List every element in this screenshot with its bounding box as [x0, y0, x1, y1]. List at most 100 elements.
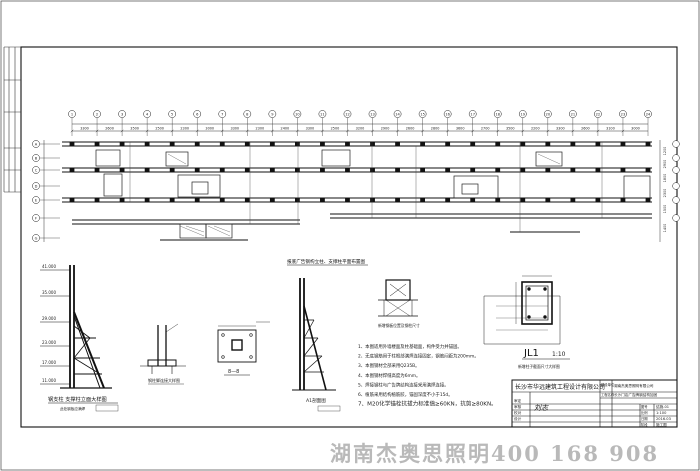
dimension-value: 3300	[306, 127, 315, 131]
note-line: 7、M20化学锚栓抗拔力标准值≥60KN，抗剪≥80KN。	[358, 400, 497, 408]
svg-text:9: 9	[271, 113, 274, 117]
front-view-note: 此处钢板应满焊	[60, 406, 86, 411]
dimension-value: 3300	[556, 127, 565, 131]
structural-column	[144, 197, 150, 203]
drawing-border	[20, 46, 678, 428]
role-check: 校对	[514, 410, 522, 415]
structural-column	[495, 141, 501, 147]
structural-column	[545, 167, 551, 173]
structural-column	[520, 197, 526, 203]
dimension-value: 3200	[356, 127, 365, 131]
structural-column	[395, 197, 400, 203]
axis-bubble: 11	[318, 110, 327, 136]
axis-bubble: 23	[619, 110, 627, 136]
svg-text:2: 2	[96, 113, 98, 117]
structural-column	[244, 167, 250, 173]
structural-column	[244, 141, 250, 147]
dimension-value: 2600	[581, 127, 590, 131]
floor-plan-hatch	[167, 153, 561, 237]
role-design: 设计	[514, 416, 522, 421]
svg-text:A: A	[35, 142, 38, 146]
structural-column	[194, 167, 200, 173]
stage-label: 阶段	[641, 422, 648, 427]
dimension-value: 2500	[331, 127, 340, 131]
structural-column	[294, 167, 300, 173]
note-line: 6、植筋采用结构植筋胶，锚固深度不小于15d。	[358, 391, 453, 398]
note-line: 2、无底钢筋用于柱根部满焊连接固定，钢筋间距为200mm。	[358, 353, 479, 360]
structural-column	[645, 167, 651, 173]
structural-column	[244, 197, 250, 203]
axis-bubble: 4	[143, 110, 151, 136]
svg-text:C: C	[35, 168, 38, 172]
dimension-value: 2900	[663, 160, 667, 169]
structural-column	[320, 167, 325, 173]
svg-text:1: 1	[71, 113, 73, 117]
axis-bubble: 14	[393, 110, 402, 136]
date-value: 2016.03	[656, 417, 671, 421]
svg-text:10: 10	[295, 113, 300, 117]
sheet-value: 结施-01	[656, 404, 669, 409]
structural-column	[495, 167, 501, 173]
section-8-8	[217, 321, 270, 363]
axis-bubble: 8	[243, 110, 252, 136]
dimension-value: 1800	[663, 174, 667, 183]
svg-text:11: 11	[320, 113, 325, 117]
svg-text:3: 3	[121, 113, 123, 117]
drawing-value: 长沙门店广告牌钢结构加固	[614, 392, 658, 397]
axis-bubble-left: D	[32, 182, 60, 190]
structural-column	[194, 197, 200, 203]
dimension-value: 3000	[631, 127, 640, 131]
structural-column	[370, 141, 375, 147]
role-approve: 审定	[514, 398, 522, 403]
structural-column	[645, 197, 651, 203]
dimension-value: 2300	[256, 127, 265, 131]
structural-column	[69, 141, 75, 147]
stage-value: 施工图	[656, 422, 667, 427]
column-position-detail	[378, 279, 418, 317]
axis-bubble: 20	[543, 110, 552, 136]
structural-column	[420, 141, 426, 147]
axis-bubble: 22	[594, 110, 602, 136]
axis-bubble: 7	[218, 110, 227, 136]
structural-column	[269, 141, 275, 147]
structural-column	[570, 167, 576, 173]
svg-text:12: 12	[345, 113, 350, 117]
structural-column	[370, 167, 375, 173]
dimension-value: 2300	[663, 189, 667, 198]
structural-column	[269, 167, 275, 173]
axis-bubble: 17	[468, 110, 477, 136]
structural-column	[94, 141, 100, 147]
structural-column	[570, 141, 576, 147]
structural-column	[470, 141, 476, 147]
structural-column	[570, 197, 576, 203]
dimension-value: 3000	[205, 127, 214, 131]
role-review: 审核	[514, 404, 522, 409]
jl1-section	[515, 275, 553, 325]
binding-strip	[3, 46, 21, 193]
structural-column	[520, 167, 526, 173]
structural-column	[545, 141, 551, 147]
structural-column	[595, 167, 601, 173]
title-block	[511, 379, 678, 428]
jl1-label: JL1	[523, 348, 539, 359]
dimension-value: 2700	[481, 127, 490, 131]
structural-column	[94, 197, 100, 203]
structural-column	[345, 141, 350, 147]
base-plate-detail	[140, 323, 186, 374]
svg-text:4: 4	[146, 113, 149, 117]
axis-bubble: 16	[443, 110, 452, 136]
svg-text:5: 5	[171, 113, 173, 117]
project-value: 湖南杰奥思照明有限公司	[614, 383, 654, 388]
structural-column	[595, 197, 601, 203]
structural-column	[219, 197, 225, 203]
structural-column	[119, 141, 125, 147]
dimension-value: 3500	[506, 127, 515, 131]
design-notes: 1、本图适用外墙楼面及柱基础面，构件受力并锚固。2、无底钢筋用于柱根部满焊连接固…	[358, 343, 497, 408]
date-label: 日期	[641, 416, 648, 421]
a1-section	[292, 278, 336, 391]
watermark-text: 湖南杰奥思照明400 168 908	[330, 441, 660, 466]
svg-text:G: G	[35, 236, 38, 240]
